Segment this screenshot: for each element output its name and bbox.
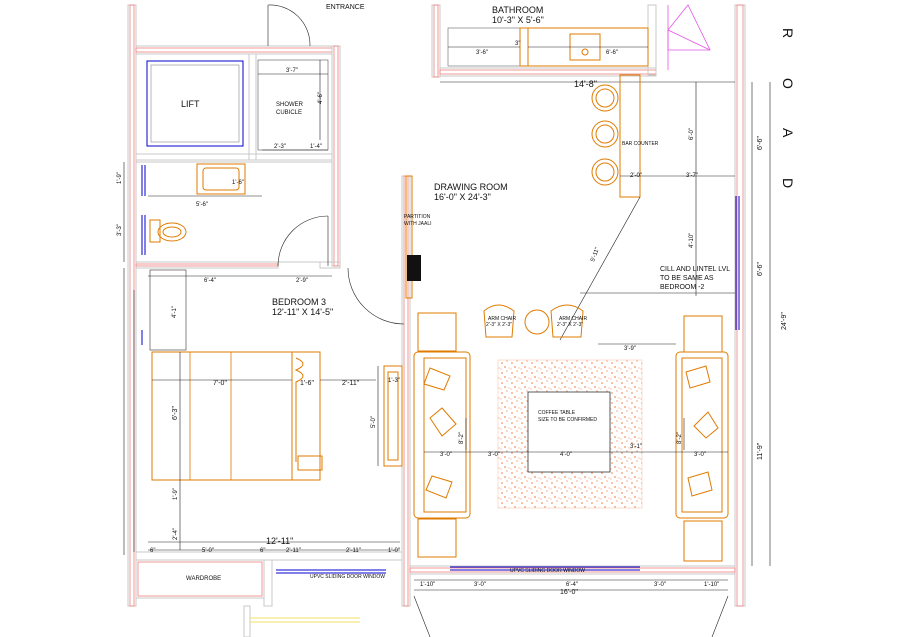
svg-text:3": 3" — [515, 41, 520, 47]
svg-text:1'-10": 1'-10" — [420, 582, 435, 588]
partition-label-1: PARTITION — [404, 214, 431, 220]
bottom-dimensions: 1'-10" 3'-0" 6'-4" 3'-0" 1'-10" 16'-0" — [413, 579, 729, 637]
cill-note-1: CILL AND LINTEL LVL — [660, 266, 730, 273]
entrance-label: ENTRANCE — [326, 4, 365, 11]
svg-text:1'-3": 1'-3" — [388, 378, 400, 384]
svg-text:6'-0": 6'-0" — [689, 128, 695, 140]
cill-note-3: BEDROOM -2 — [660, 284, 704, 291]
wardrobe-label: WARDROBE — [186, 576, 221, 582]
svg-text:2'-11": 2'-11" — [342, 380, 360, 387]
right-dimensions: 6'-6" 6'-6" 24'-9" 11'-9" — [751, 82, 788, 566]
svg-text:6": 6" — [150, 548, 155, 554]
bathroom-size: 10'-3" X 5'-6" — [492, 15, 544, 25]
svg-text:2'-3": 2'-3" — [274, 144, 286, 150]
svg-text:6'-6": 6'-6" — [757, 262, 764, 276]
drawing-room-name: DRAWING ROOM — [434, 182, 508, 192]
svg-text:8'-2": 8'-2" — [459, 432, 465, 444]
cill-note-2: TO BE SAME AS — [660, 275, 714, 282]
svg-text:3'-7": 3'-7" — [286, 68, 298, 74]
partition-label-2: WITH JAALI — [404, 221, 432, 227]
svg-text:4'-1": 4'-1" — [172, 306, 178, 318]
drawing-room-size: 16'-0" X 24'-3" — [434, 192, 491, 202]
svg-text:2'-4": 2'-4" — [173, 528, 179, 540]
svg-text:6'-4": 6'-4" — [566, 582, 578, 588]
svg-text:3'-0": 3'-0" — [440, 452, 452, 458]
bedroom-3: BEDROOM 3 12'-11" X 14'-5" 6'-4" 2'-9" 4… — [123, 268, 403, 582]
svg-text:3'-6": 3'-6" — [476, 50, 488, 56]
svg-text:3'-3": 3'-3" — [117, 224, 123, 236]
svg-text:1'-10": 1'-10" — [704, 582, 719, 588]
svg-text:6'-6": 6'-6" — [757, 136, 764, 150]
svg-text:1'-0": 1'-0" — [388, 548, 400, 554]
shower-label-2: CUBICLE — [276, 110, 302, 116]
svg-text:5'-11": 5'-11" — [590, 247, 601, 263]
svg-text:4'-6": 4'-6" — [318, 92, 324, 104]
svg-text:6'-6": 6'-6" — [606, 50, 618, 56]
svg-text:1'-6": 1'-6" — [232, 180, 244, 186]
svg-text:5'-0": 5'-0" — [202, 548, 214, 554]
road-label: R O A D — [780, 28, 796, 188]
svg-text:8'-2": 8'-2" — [677, 432, 683, 444]
svg-text:2'-9": 2'-9" — [296, 278, 308, 284]
svg-text:A: A — [780, 128, 796, 138]
entrance-door: ENTRANCE — [267, 4, 365, 47]
svg-text:2'-3" X 2'-3": 2'-3" X 2'-3" — [486, 322, 512, 328]
svg-text:5'-0": 5'-0" — [371, 416, 377, 428]
svg-text:6'-4": 6'-4" — [204, 278, 216, 284]
bar-counter-label: BAR COUNTER — [622, 141, 659, 147]
svg-text:2'-3" X 2'-3": 2'-3" X 2'-3" — [557, 322, 583, 328]
lift: LIFT — [146, 60, 244, 147]
bathroom-name: BATHROOM — [492, 5, 543, 15]
svg-text:O: O — [780, 78, 796, 89]
coffee-table-label-2: SIZE TO BE CONFIRMED — [538, 417, 597, 423]
upvc-window-left-label: UPVC SLIDING DOOR WINDOW — [310, 574, 385, 580]
bedroom-size: 12'-11" X 14'-5" — [272, 307, 333, 317]
svg-text:2'-11": 2'-11" — [346, 548, 361, 554]
bathroom: BATHROOM 10'-3" X 5'-6" 3'-6" 3" 6'-6" — [447, 4, 711, 70]
svg-text:6": 6" — [260, 548, 265, 554]
svg-text:7'-0": 7'-0" — [213, 380, 227, 387]
svg-text:2'-11": 2'-11" — [286, 548, 301, 554]
arm-chair-right-label: ARM CHAIR — [559, 316, 587, 322]
svg-text:5'-6": 5'-6" — [196, 202, 208, 208]
svg-text:1'-4": 1'-4" — [310, 144, 322, 150]
bedroom-name: BEDROOM 3 — [272, 297, 326, 307]
svg-text:11'-9": 11'-9" — [757, 442, 764, 460]
svg-text:24'-9": 24'-9" — [781, 312, 788, 330]
shower-label-1: SHOWER — [276, 102, 304, 108]
svg-text:3'-0": 3'-0" — [488, 452, 500, 458]
shower-cubicle: SHOWER CUBICLE 3'-7" 4'-6" 2'-3" 1'-4" — [257, 59, 329, 151]
svg-text:3'-0": 3'-0" — [474, 582, 486, 588]
sliding-windows: UPVC SLIDING DOOR WINDOW UPVC SLIDING DO… — [141, 196, 740, 580]
svg-text:1'-6": 1'-6" — [300, 380, 314, 387]
bar-counter: BAR COUNTER 6'-0" 2'-0" 3'-7" 4'-10" 5'-… — [559, 74, 735, 341]
drawing-room: DRAWING ROOM 16'-0" X 24'-3" PARTITION W… — [347, 175, 735, 562]
svg-text:4'-10": 4'-10" — [689, 233, 695, 248]
svg-text:R: R — [780, 28, 796, 38]
svg-text:3'-0": 3'-0" — [694, 452, 706, 458]
svg-text:3'-1": 3'-1" — [630, 444, 642, 450]
toilet-area: 1'-6" 5'-6" 1'-9" 3'-3" — [117, 161, 333, 267]
arm-chair-left-label: ARM CHAIR — [488, 316, 516, 322]
svg-text:2'-0": 2'-0" — [630, 173, 642, 179]
upvc-window-right-label: UPVC SLIDING DOOR WINDOW — [510, 568, 585, 574]
coffee-table-label-1: COFFEE TABLE — [538, 410, 576, 416]
svg-text:4'-0": 4'-0" — [560, 452, 572, 458]
svg-text:1'-9": 1'-9" — [117, 172, 123, 184]
svg-text:3'-0": 3'-0" — [654, 582, 666, 588]
svg-text:16'-0": 16'-0" — [560, 589, 578, 596]
svg-text:14'-8": 14'-8" — [574, 79, 597, 89]
svg-text:3'-9": 3'-9" — [624, 346, 636, 352]
svg-text:3'-7": 3'-7" — [686, 173, 698, 179]
svg-text:6'-3": 6'-3" — [172, 406, 179, 420]
svg-text:12'-11": 12'-11" — [266, 536, 293, 546]
lift-label: LIFT — [181, 99, 200, 109]
svg-text:D: D — [780, 178, 796, 188]
svg-text:1'-9": 1'-9" — [173, 488, 179, 500]
